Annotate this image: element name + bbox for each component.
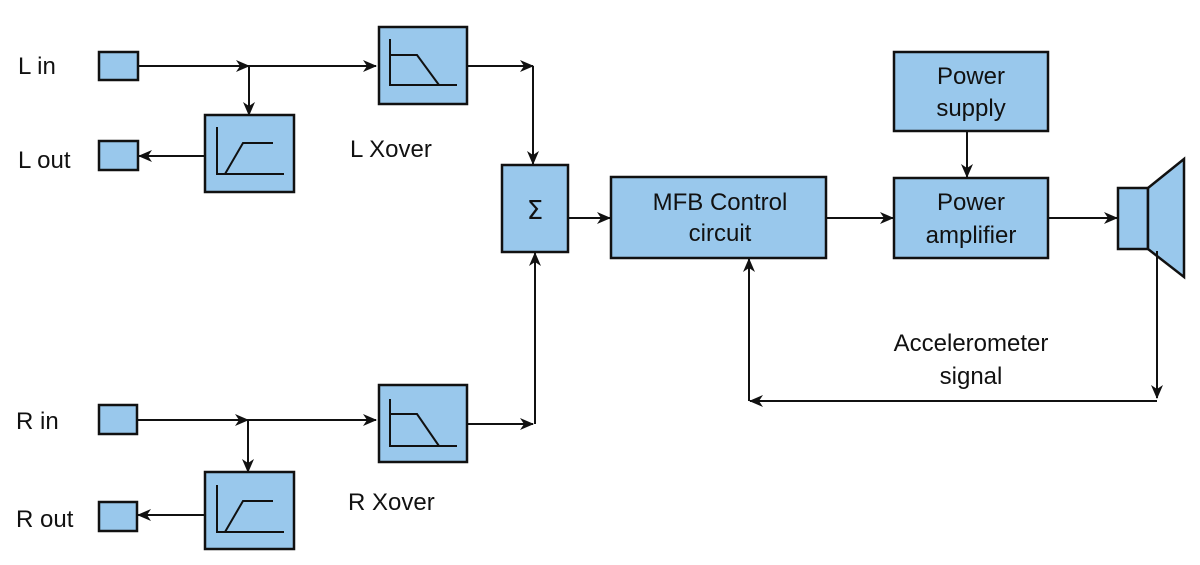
r-in-port[interactable]	[97, 403, 139, 436]
l-highpass-filter[interactable]	[203, 113, 296, 194]
mfb-control-line2: circuit	[689, 220, 752, 247]
lowpass-icon	[389, 399, 457, 447]
highpass-icon	[216, 485, 284, 533]
accelerometer-label-line2: signal	[940, 363, 1003, 390]
summer-block[interactable]: Σ	[500, 163, 570, 254]
power-amplifier-line1: Power	[937, 189, 1005, 216]
speaker-icon[interactable]	[1116, 156, 1186, 280]
accelerometer-label-line1: Accelerometer	[894, 330, 1049, 357]
l-in-label: L in	[18, 53, 56, 80]
r-in-label: R in	[16, 408, 59, 435]
l-xover-label: L Xover	[350, 136, 432, 163]
r-out-label: R out	[16, 506, 74, 533]
mfb-control-line1: MFB Control	[653, 189, 788, 216]
lowpass-icon	[389, 39, 457, 86]
power-supply-line1: Power	[937, 63, 1005, 90]
r-out-port[interactable]	[97, 500, 139, 533]
power-supply-line2: supply	[936, 95, 1005, 122]
mfb-control-block[interactable]: MFB Control circuit	[609, 175, 828, 260]
r-xover-label: R Xover	[348, 489, 435, 516]
r-xover-lowpass-filter[interactable]	[377, 383, 469, 464]
power-amplifier-line2: amplifier	[926, 222, 1017, 249]
l-out-port[interactable]	[97, 139, 140, 172]
highpass-icon	[216, 127, 284, 175]
power-supply-block[interactable]: Power supply	[892, 50, 1050, 133]
l-out-label: L out	[18, 147, 71, 174]
l-in-port[interactable]	[97, 50, 140, 82]
sigma-symbol: Σ	[527, 196, 543, 226]
l-xover-lowpass-filter[interactable]	[377, 25, 469, 106]
power-amplifier-block[interactable]: Power amplifier	[892, 176, 1050, 260]
r-highpass-filter[interactable]	[203, 470, 296, 551]
